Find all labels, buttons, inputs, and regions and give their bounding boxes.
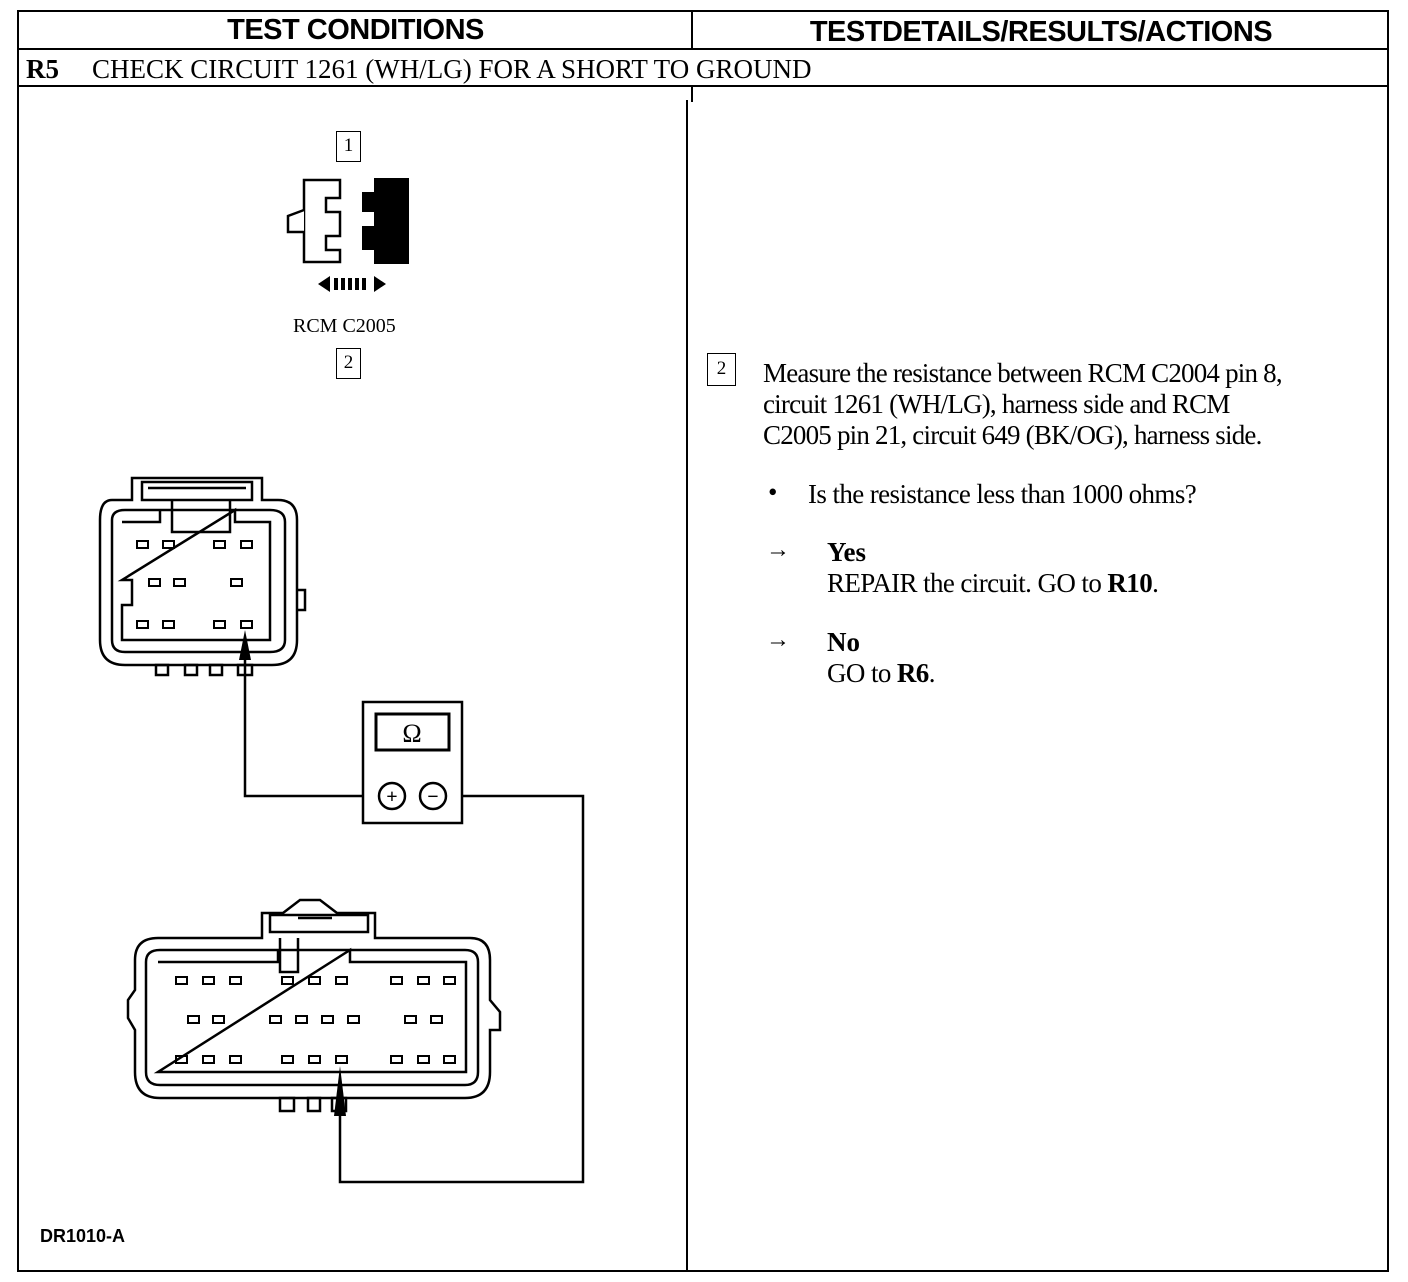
connector-label: RCM C2005 [293, 315, 396, 337]
step-title-divider [17, 85, 1389, 87]
arrow-yes-icon: → [766, 537, 790, 563]
separate-arrow-icon [318, 276, 386, 292]
yes-action-suffix: . [1152, 568, 1159, 598]
callout-box-2: 2 [336, 348, 361, 379]
connector-half-dark [362, 178, 409, 264]
no-action-ref: R6 [896, 658, 929, 688]
no-action: GO to R6. [827, 658, 935, 689]
table-frame [17, 10, 1389, 1272]
connector-c2004-face [98, 476, 307, 677]
step-id: R5 [26, 54, 59, 84]
no-action-suffix: . [928, 658, 936, 688]
body-column-divider [691, 86, 693, 102]
test-leads [243, 640, 585, 1184]
instruction-line-2: circuit 1261 (WH/LG), harness side and R… [763, 389, 1230, 419]
no-label: No [827, 627, 860, 657]
no-action-text: GO to [827, 658, 897, 688]
ohmmeter [361, 700, 464, 825]
step-title-row: R5 CHECK CIRCUIT 1261 (WH/LG) FOR A SHORT… [26, 52, 811, 86]
yes-action: REPAIR the circuit. GO to R10. [827, 568, 1159, 599]
connector-disconnect-icon [286, 178, 342, 264]
arrow-no-icon: → [766, 627, 790, 653]
instruction-line-1: Measure the resistance between RCM C2004… [763, 358, 1283, 388]
figure-code: DR1010-A [40, 1226, 126, 1246]
header-divider [17, 48, 1389, 50]
probe-tip-plus [239, 630, 251, 660]
c2005-cavities [175, 976, 456, 1064]
yes-action-text: REPAIR the circuit. GO to [827, 568, 1108, 598]
body-column-divider-lower [686, 100, 688, 1272]
connector-c2005-face [126, 898, 502, 1113]
meter-plus-terminal: + [386, 786, 397, 808]
yes-label: Yes [827, 537, 866, 567]
meter-minus-terminal: − [427, 786, 438, 808]
test-details-header: TESTDETAILS/RESULTS/ACTIONS [809, 16, 1273, 48]
step-number-box: 2 [707, 353, 736, 386]
header-column-divider [691, 10, 693, 50]
question-text: Is the resistance less than 1000 ohms? [808, 479, 1197, 509]
callout-box-1: 1 [336, 131, 361, 162]
bullet-icon: • [768, 477, 778, 507]
test-conditions-header: TEST CONDITIONS [227, 14, 484, 46]
ohm-symbol: Ω [402, 719, 421, 748]
c2004-cavities [136, 540, 253, 629]
step-title: CHECK CIRCUIT 1261 (WH/LG) FOR A SHORT T… [92, 54, 812, 84]
probe-tip-minus [334, 1066, 346, 1116]
instruction-line-3: C2005 pin 21, circuit 649 (BK/OG), harne… [763, 420, 1262, 450]
yes-action-ref: R10 [1107, 568, 1153, 598]
